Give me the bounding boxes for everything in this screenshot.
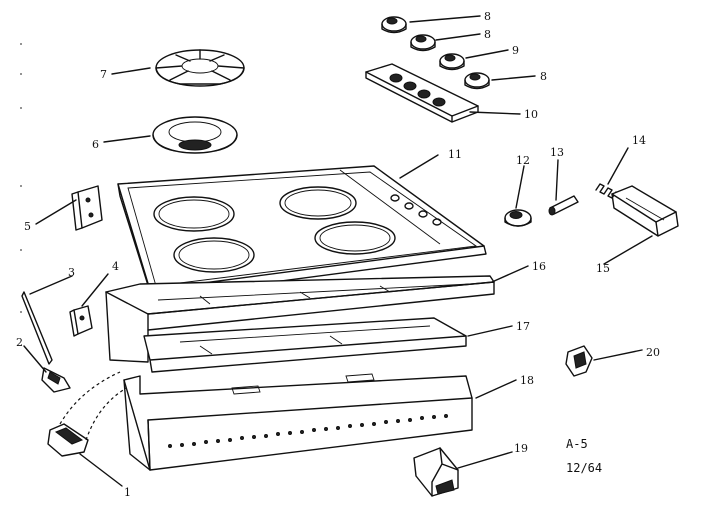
latch-part-1: [47, 371, 135, 457]
drip-pan-part-6: [152, 116, 238, 154]
valve-holes: [390, 194, 442, 226]
leader-lines: [23, 15, 653, 487]
callout-8b: 8: [484, 28, 491, 41]
knob-8b: [410, 34, 436, 52]
callout-5: 5: [24, 220, 31, 233]
control-knobs-part-8-9: [381, 16, 490, 90]
burner-part-19: [413, 447, 459, 497]
frame-part-16: [105, 275, 495, 363]
callout-7: 7: [100, 68, 107, 81]
block-part-4: [69, 305, 93, 337]
shaft-part-13: [548, 195, 579, 216]
callout-18: 18: [520, 374, 534, 387]
callout-3: 3: [68, 266, 75, 279]
control-panel-part-10: [365, 63, 479, 123]
margin-marks: [20, 43, 22, 313]
callout-8a: 8: [484, 10, 491, 23]
burner-opening-front-left: [173, 237, 255, 273]
callout-19: 19: [514, 442, 528, 455]
callout-14: 14: [632, 134, 646, 147]
spring-part-14: [595, 183, 617, 199]
callout-10: 10: [524, 108, 538, 121]
knob-8a: [381, 16, 407, 34]
hinge-part-2: [41, 367, 71, 393]
callout-2: 2: [16, 336, 23, 349]
callout-13: 13: [550, 146, 564, 159]
callout-6: 6: [92, 138, 99, 151]
knob-9: [439, 53, 465, 71]
burner-opening-rear-right: [279, 186, 357, 220]
bracket-part-15: [611, 185, 679, 237]
box-part-18: [123, 373, 473, 471]
burner-opening-front-right: [314, 221, 396, 255]
callout-9: 9: [512, 44, 519, 57]
bracket-part-5: [71, 185, 103, 231]
rod-part-3: [21, 291, 53, 365]
pan-part-17: [143, 317, 467, 373]
callout-8c: 8: [540, 70, 547, 83]
date-code: 12/64: [566, 461, 602, 475]
callout-11: 11: [448, 148, 462, 161]
callout-17: 17: [516, 320, 530, 333]
callout-20: 20: [646, 346, 660, 359]
knob-part-12: [504, 209, 532, 227]
knob-8c: [464, 72, 490, 90]
callout-labels: 1 2 3 4 5 6 7 8 8 9 8 10 11 12 13 14 15 …: [16, 10, 660, 499]
burner-grate-part-7: [155, 49, 245, 87]
page-code: A-5: [566, 437, 588, 451]
callout-1: 1: [124, 486, 131, 499]
callout-12: 12: [516, 154, 530, 167]
callout-15: 15: [596, 262, 610, 275]
clip-part-20: [565, 345, 593, 377]
callout-16: 16: [532, 260, 546, 273]
callout-4: 4: [112, 260, 119, 273]
burner-opening-rear-left: [153, 196, 235, 232]
vent-holes: [168, 414, 448, 448]
